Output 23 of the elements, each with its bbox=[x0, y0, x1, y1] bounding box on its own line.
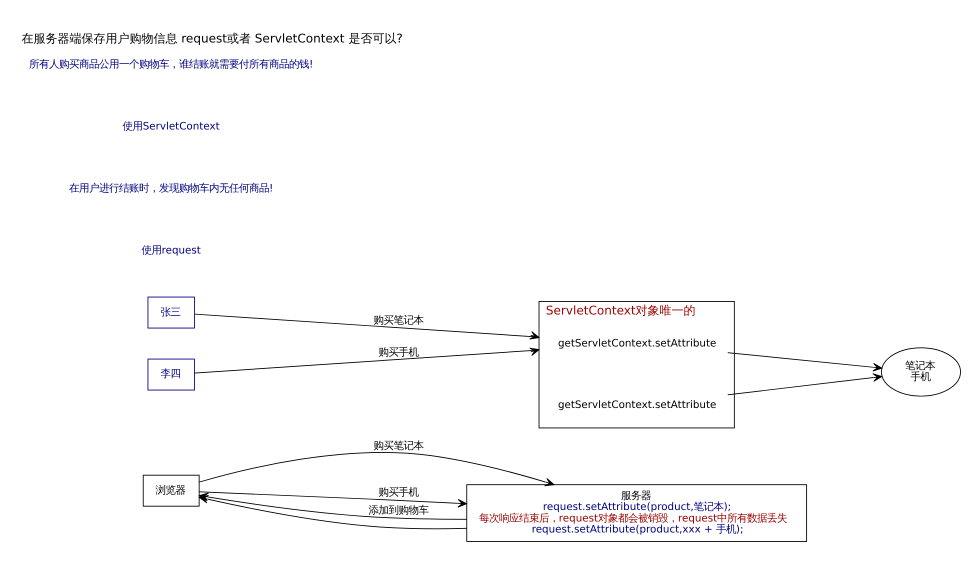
arrow bbox=[198, 452, 554, 486]
label: 所有人购买商品公用一个购物车，谁结账就需要付所有商品的钱! bbox=[28, 58, 313, 70]
node-box: 浏览器 bbox=[142, 474, 200, 506]
node-box: 服务器 request.setAttribute(product,笔记本); 每次响应结束后，request对象都会被销毁，request中所有数据丢失 request.setAttribute(product,xxx + 手机); bbox=[466, 484, 807, 542]
edge-label: 购买笔记本 bbox=[372, 314, 423, 326]
arrow bbox=[194, 347, 539, 373]
label: 使用ServletContext bbox=[122, 120, 220, 132]
arrow bbox=[194, 313, 539, 339]
edge-label: 购买笔记本 bbox=[372, 440, 423, 452]
node-text: getServletContext.setAttribute bbox=[557, 336, 716, 349]
node-box: 李四 bbox=[147, 358, 194, 390]
diagram-title: 在服务器端保存用户购物信息 request或者 ServletContext 是否可以? bbox=[20, 31, 402, 46]
label: 使用request bbox=[141, 244, 200, 256]
node-text: getServletContext.setAttribute bbox=[557, 398, 716, 411]
arrow bbox=[726, 352, 882, 372]
edge-label: 购买手机 bbox=[378, 346, 418, 358]
label: 在用户进行结账时，发现购物车内无任何商品! bbox=[68, 182, 273, 194]
node-ellipse: 笔记本 手机 bbox=[880, 346, 960, 396]
edge-label: 购买手机 bbox=[378, 486, 418, 498]
arrow bbox=[726, 372, 882, 395]
node-box: 张三 bbox=[147, 296, 194, 328]
edge-label: 添加到购物车 bbox=[368, 504, 428, 516]
arrow bbox=[198, 494, 466, 529]
